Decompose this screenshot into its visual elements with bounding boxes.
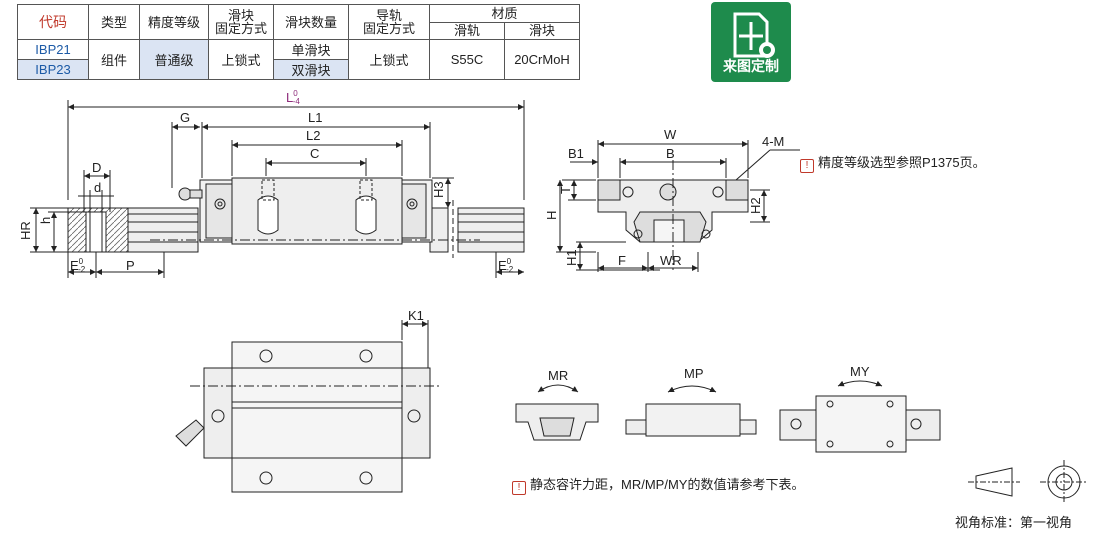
dim-d: d	[94, 180, 101, 195]
spec-table: 代码 类型 精度等级 滑块固定方式 滑块数量 导轨固定方式 材质 滑轨 滑块 I…	[17, 4, 580, 80]
front-view	[30, 100, 525, 278]
dim-HR: HR	[18, 221, 33, 240]
dim-H1: H1	[564, 249, 579, 266]
dim-C: C	[310, 146, 319, 161]
dim-MY: MY	[850, 364, 870, 379]
dim-H3: H3	[431, 181, 446, 198]
dim-H: H	[544, 211, 559, 220]
badge-label: 来图定制	[723, 58, 779, 74]
dim-MP: MP	[684, 366, 704, 381]
moment-views	[515, 380, 941, 453]
cell-rail-fix: 上锁式	[348, 39, 430, 80]
info-icon: !	[800, 159, 814, 173]
top-view	[175, 320, 440, 493]
dim-L2: L2	[306, 128, 320, 143]
code-ibp21[interactable]: IBP21	[17, 39, 89, 60]
dim-H2: H2	[748, 197, 763, 214]
first-angle-projection-icon	[968, 460, 1088, 504]
dim-F: F	[618, 253, 626, 268]
dim-4-M: 4-M	[762, 134, 784, 149]
dim-L: L0-4	[286, 89, 300, 106]
dim-WR: WR	[660, 253, 682, 268]
dim-T: T	[558, 186, 573, 194]
header-slider-qty: 滑块数量	[273, 4, 349, 40]
custom-drawing-badge[interactable]: 来图定制	[711, 2, 791, 82]
precision-note: !精度等级选型参照P1375页。	[800, 152, 986, 173]
cell-mat-block: 20CrMoH	[504, 39, 580, 80]
cell-type: 组件	[88, 39, 140, 80]
dim-E-left: E0-2	[70, 257, 86, 274]
moment-note: !静态容许力距，MR/MP/MY的数值请参考下表。	[512, 474, 804, 495]
cell-slider-fix: 上锁式	[208, 39, 274, 80]
dim-G: G	[180, 110, 190, 125]
header-code: 代码	[17, 4, 89, 40]
cell-mat-rail: S55C	[429, 39, 505, 80]
side-view	[556, 140, 800, 272]
cell-precision: 普通级	[139, 39, 209, 80]
dim-MR: MR	[548, 368, 568, 383]
dim-K1: K1	[408, 308, 424, 323]
info-icon: !	[512, 481, 526, 495]
dim-B1: B1	[568, 146, 584, 161]
dim-D: D	[92, 160, 101, 175]
view-standard-label: 视角标准：第一视角	[955, 515, 1073, 530]
custom-drawing-icon	[733, 12, 775, 58]
dim-W: W	[664, 127, 677, 142]
cell-qty-double: 双滑块	[273, 59, 349, 80]
code-ibp23[interactable]: IBP23	[17, 59, 89, 80]
dim-B: B	[666, 146, 675, 161]
dim-E-right: E0-2	[498, 257, 514, 274]
dim-h: h	[38, 217, 53, 224]
dim-P: P	[126, 258, 135, 273]
dim-L1: L1	[308, 110, 322, 125]
